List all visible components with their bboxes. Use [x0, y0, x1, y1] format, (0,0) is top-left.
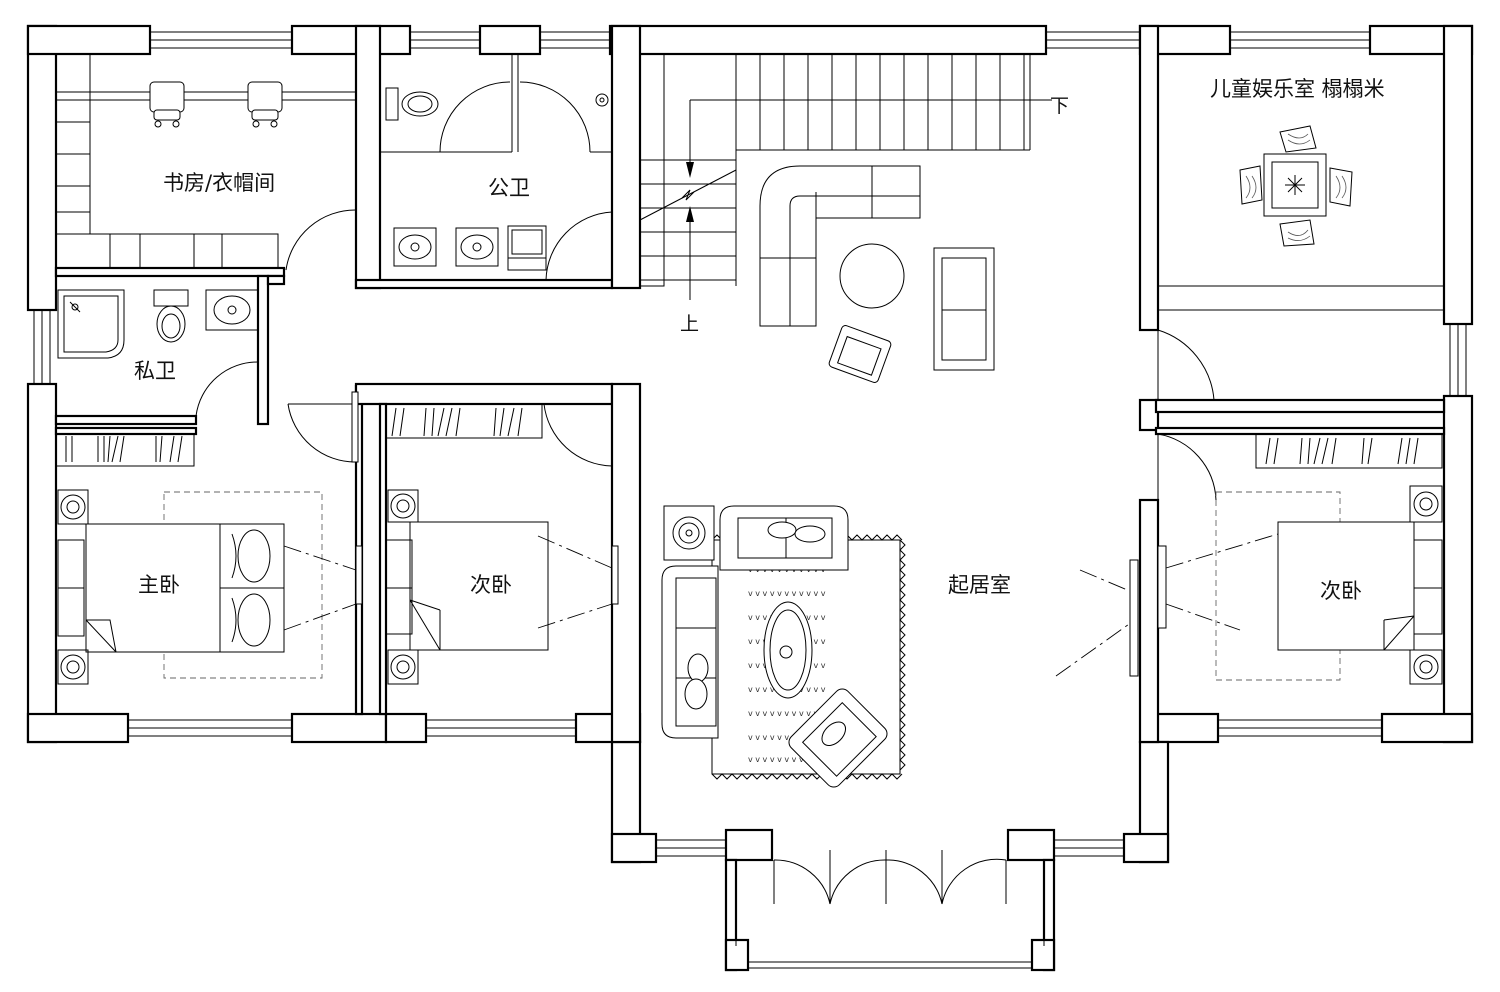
- washing-machine-icon: [507, 225, 547, 271]
- room-label-public-bath: 公卫: [488, 176, 530, 200]
- private-bath: [57, 289, 259, 417]
- sofa-icon: [661, 505, 849, 739]
- svg-text:v v v v v v v v v v v: v v v v v v v v v v v: [748, 733, 826, 742]
- tea-table-icon: [1239, 125, 1353, 247]
- office-chair-icon: [149, 81, 185, 128]
- second-bedroom-right: [1157, 433, 1443, 685]
- toilet-icon: [385, 87, 439, 121]
- room-label-master: 主卧: [138, 573, 180, 597]
- svg-text:v v v v v v v v v v v: v v v v v v v v v v v: [748, 589, 826, 598]
- upper-lounge: [759, 165, 995, 383]
- nightstand-icon: [1409, 485, 1443, 685]
- room-label-private-bath: 私卫: [134, 359, 176, 383]
- exterior-walls: [26, 24, 1474, 972]
- nightstand-icon: [387, 489, 419, 685]
- master-bedroom: [55, 433, 363, 685]
- sofa-icon: [933, 247, 995, 371]
- stair-label-up: 上: [680, 313, 699, 335]
- kids-room: [1157, 125, 1353, 401]
- staircase: [639, 53, 1052, 300]
- office-chair-icon: [247, 81, 283, 128]
- second-bedroom-left: [385, 403, 619, 685]
- floor-drain-icon: [595, 93, 609, 107]
- room-label-kids: 儿童娱乐室 榻榻米: [1210, 77, 1385, 101]
- room-label-study: 书房/衣帽间: [163, 171, 275, 195]
- interior-walls: [54, 24, 1446, 744]
- stair-label-down: 下: [1050, 95, 1069, 117]
- master-door: [287, 391, 359, 463]
- sink-icon: [205, 289, 259, 331]
- room-label-second-right: 次卧: [1320, 579, 1362, 603]
- windows: [33, 31, 1467, 969]
- coffee-table-icon: [763, 601, 813, 699]
- room-label-second-left: 次卧: [470, 573, 512, 597]
- shower-icon: [57, 289, 125, 359]
- living-room: v v v v v v v v v v v v v v v v v v v v …: [661, 505, 1139, 905]
- sink-icon: [393, 227, 499, 267]
- svg-text:v v v v v v v v v v v: v v v v v v v v v v v: [748, 755, 826, 764]
- side-table-icon: [663, 505, 715, 561]
- svg-text:v v v v v v v v v v v: v v v v v v v v v v v: [748, 709, 826, 718]
- study-room: [55, 53, 357, 271]
- toilet-icon: [153, 289, 189, 343]
- entrance-doors: [773, 850, 1007, 905]
- room-label-living: 起居室: [948, 573, 1011, 597]
- round-table-icon: [839, 243, 905, 309]
- armchair-icon: [788, 688, 888, 788]
- nightstand-icon: [57, 489, 89, 685]
- armchair-icon: [828, 325, 892, 383]
- public-bath: [380, 54, 613, 281]
